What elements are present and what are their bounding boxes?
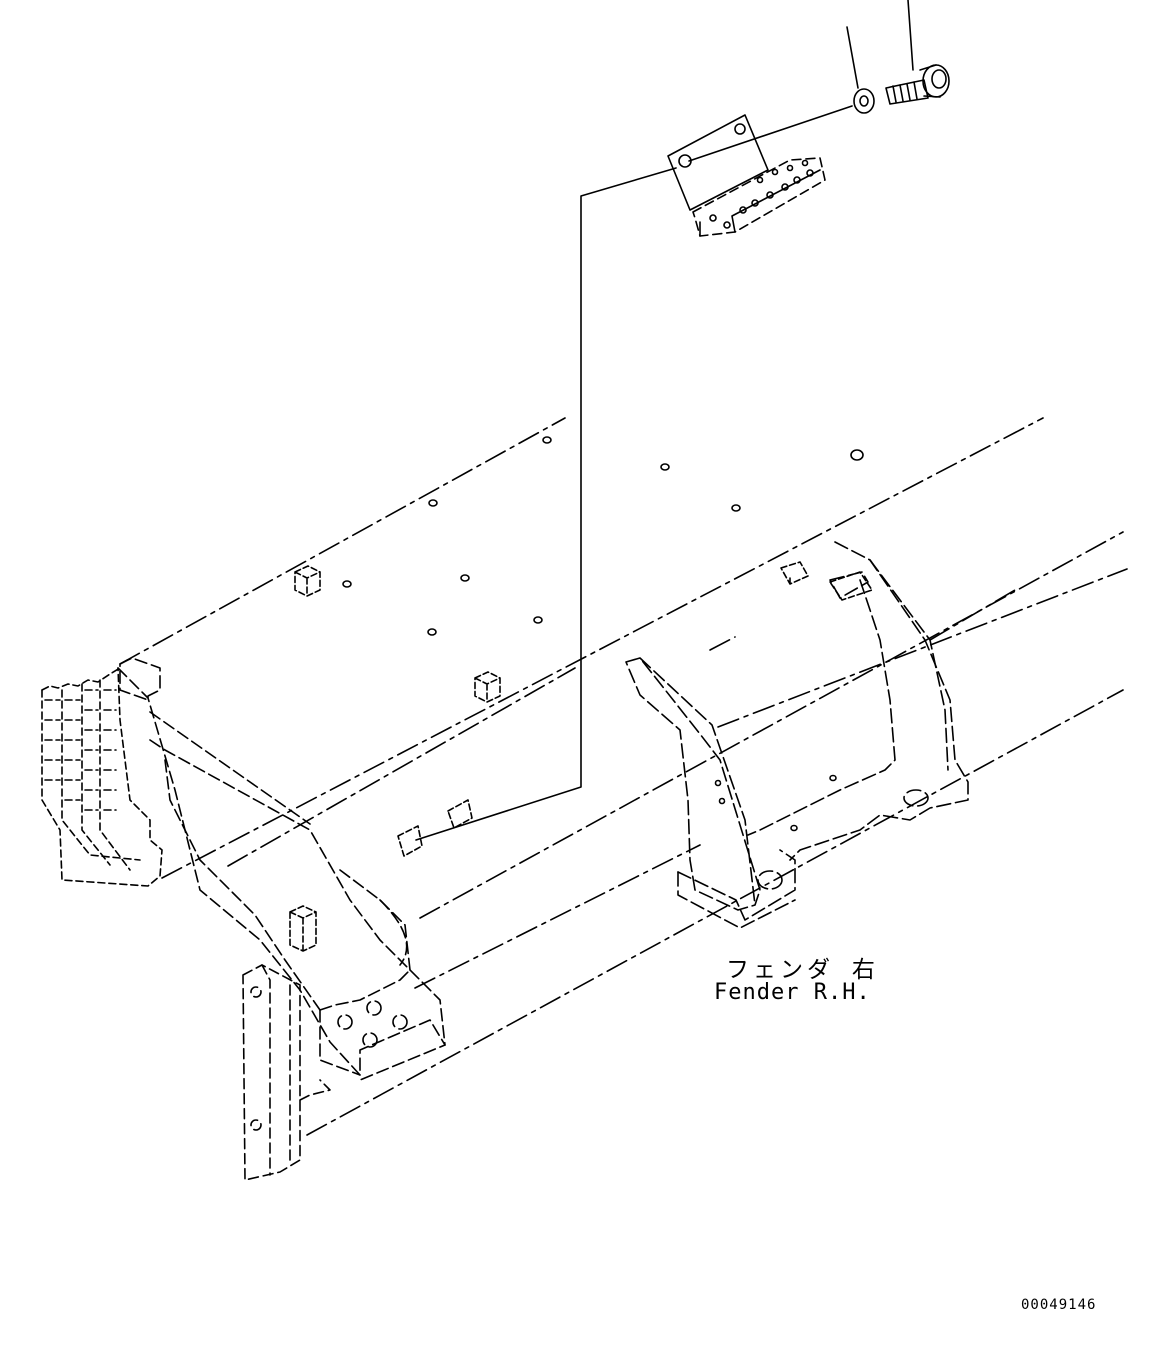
bracket-step [668,115,825,236]
mount-plate-left [243,965,330,1180]
fender-deck [120,418,1127,1135]
leader-line-washer [689,106,852,161]
part-label-english: Fender R.H. [714,980,871,1005]
front-ribs [42,668,162,886]
leader-line-bracket [416,168,676,840]
bolt [886,0,949,104]
part-label-japanese: フェンダ 右 [726,957,879,983]
front-stay-left [118,658,445,1080]
deck-holes [343,437,863,831]
washer [847,27,874,113]
drawing-number: 00049146 [1021,1297,1097,1313]
rear-stays-right [626,542,968,928]
